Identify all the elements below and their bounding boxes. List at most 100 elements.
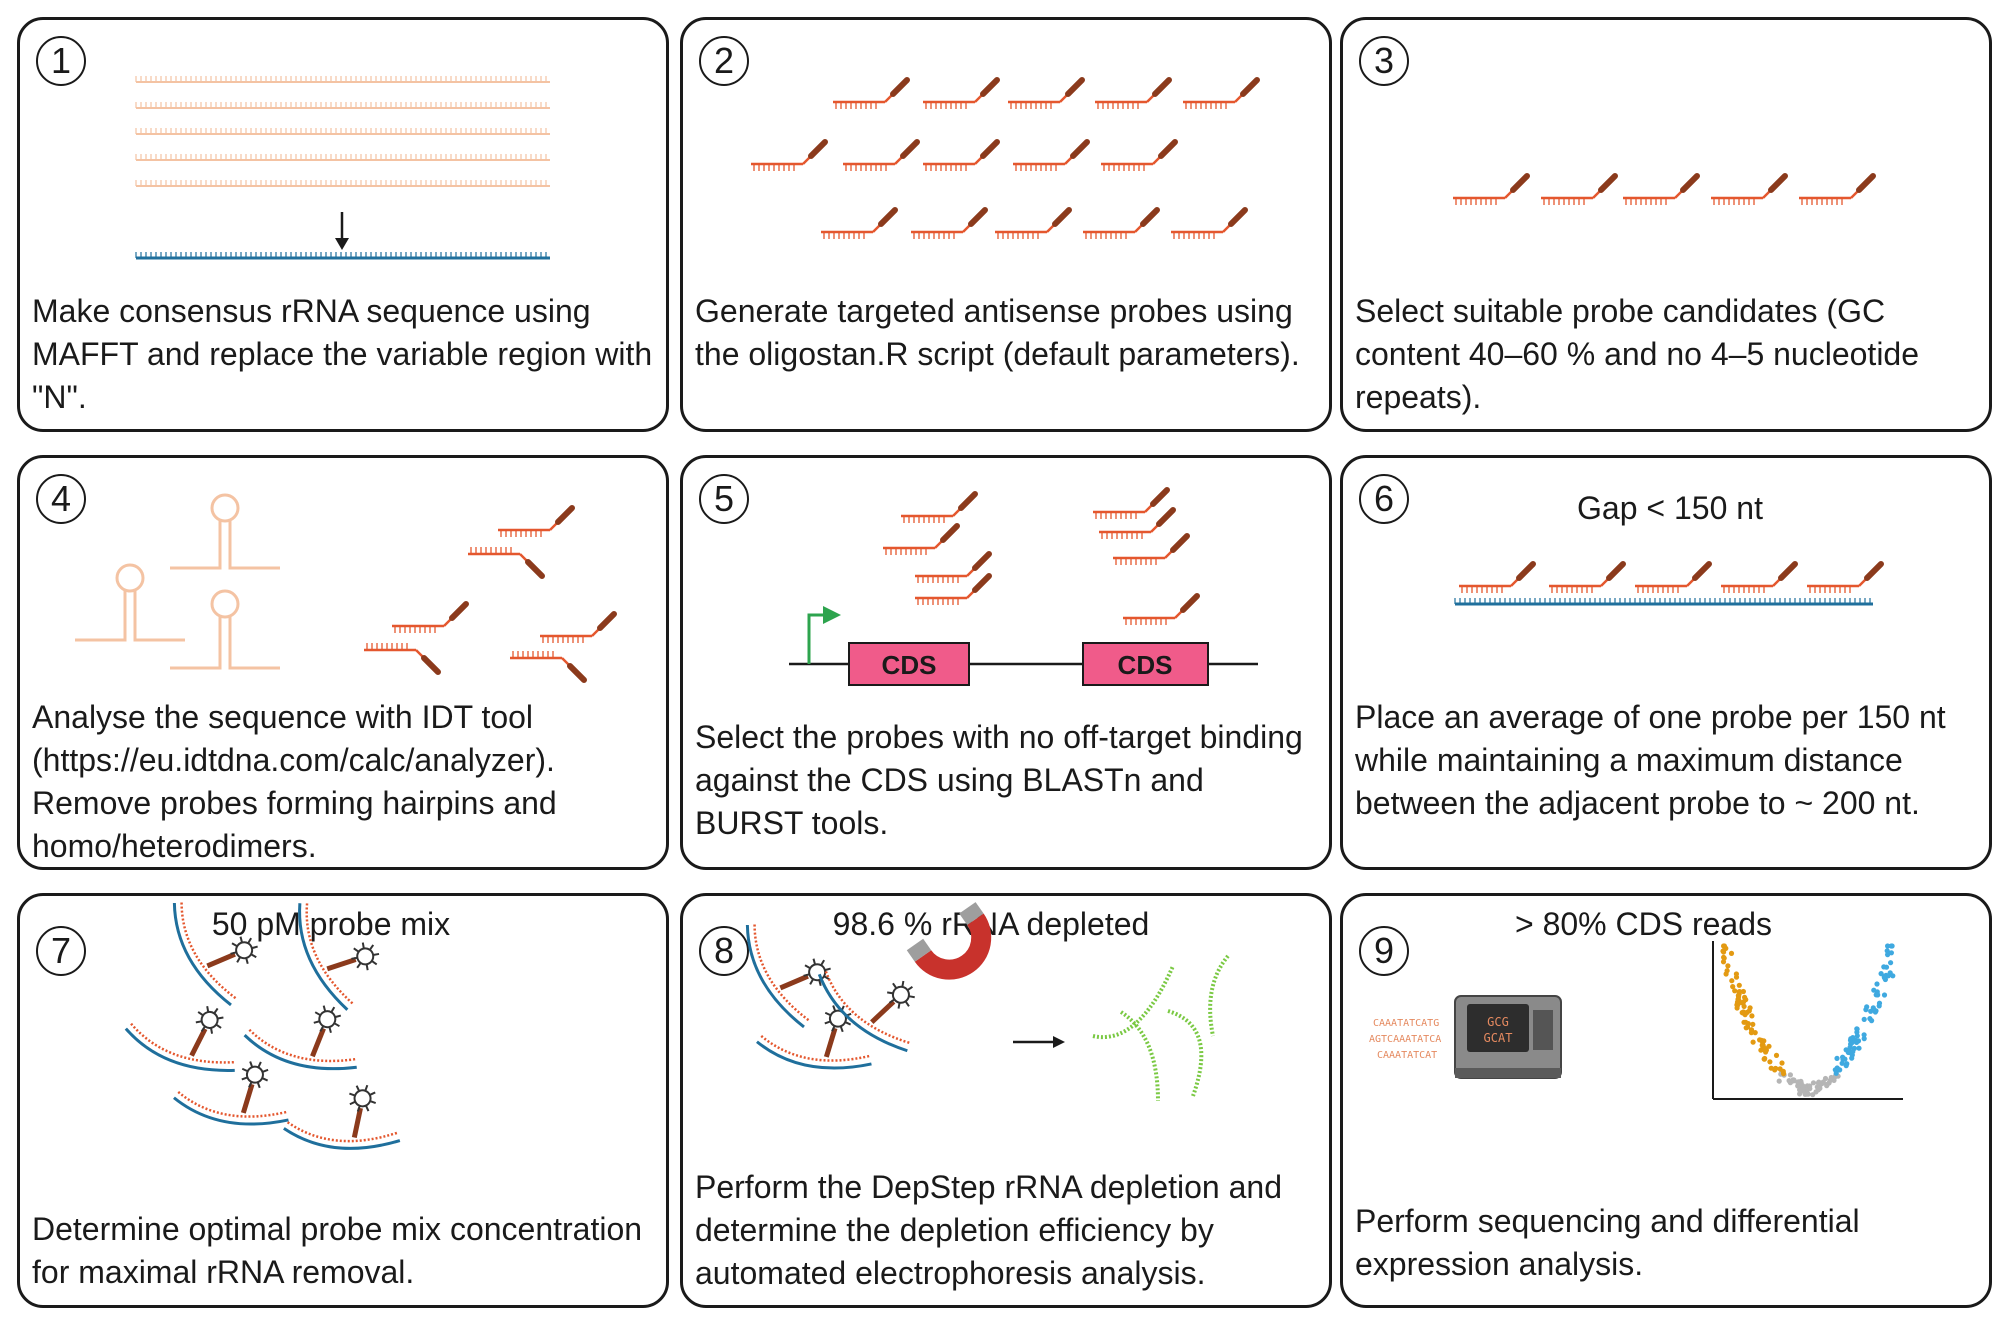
aligned-rrna-sequences: [135, 76, 550, 187]
volcano-point: [1748, 1027, 1755, 1033]
volcano-point: [1850, 1035, 1856, 1041]
probe: [1099, 507, 1176, 539]
probe: [1799, 173, 1876, 205]
probe: [1623, 173, 1700, 205]
bead-probe-complex: [172, 902, 258, 1007]
probe: [1807, 561, 1884, 593]
volcano-point: [1747, 1005, 1753, 1011]
volcano-point: [1861, 1036, 1867, 1042]
volcano-point: [1881, 992, 1888, 998]
probe: [901, 491, 978, 523]
probe: [751, 139, 828, 171]
volcano-point: [1828, 1074, 1834, 1081]
probe-spacing-illustration: [1454, 561, 1884, 606]
volcano-point: [1837, 1067, 1843, 1073]
probe: [1008, 77, 1085, 109]
step-number-2: 2: [699, 36, 749, 86]
step-3-caption: Select suitable probe candidates (GC con…: [1355, 293, 1920, 415]
probe: [1549, 561, 1626, 593]
probe: [1013, 139, 1090, 171]
bead-probe-complex: [283, 1084, 401, 1150]
probe: [1093, 487, 1170, 519]
volcano-point: [1881, 975, 1887, 981]
volcano-point: [1749, 1013, 1755, 1019]
probe: [843, 139, 920, 171]
probe: [821, 207, 898, 239]
arrow-right: [1013, 1036, 1065, 1048]
volcano-point: [1773, 1065, 1779, 1072]
step-number-7: 7: [36, 926, 86, 976]
probe: [923, 77, 1000, 109]
volcano-point: [1728, 950, 1735, 956]
probe: [392, 601, 469, 633]
volcano-point: [1843, 1063, 1849, 1069]
probe: [1721, 561, 1798, 593]
cds-off-target-illustration: CDS CDS: [789, 487, 1258, 686]
volcano-point: [1888, 960, 1894, 966]
volcano-point: [1740, 1009, 1746, 1015]
magnetic-bead: [230, 936, 258, 964]
magnetic-bead: [313, 1005, 342, 1033]
volcano-point: [1868, 1008, 1874, 1014]
step-number-4: 4: [36, 474, 86, 524]
probe: [498, 505, 575, 537]
volcano-point: [1885, 943, 1891, 949]
probe-stack-2: [1093, 487, 1200, 625]
step-2-caption: Generate targeted antisense probes using…: [695, 293, 1300, 372]
probe-dimers: [364, 505, 617, 683]
volcano-point: [1723, 971, 1729, 977]
step-9-caption: Perform sequencing and differential expr…: [1355, 1203, 1860, 1282]
volcano-point: [1861, 1032, 1867, 1038]
probe-stack-1: [883, 491, 992, 605]
volcano-point: [1874, 981, 1880, 987]
probe: [923, 139, 1000, 171]
volcano-point: [1730, 984, 1736, 990]
volcano-point: [1787, 1072, 1793, 1078]
cds-label: CDS: [1118, 650, 1173, 680]
consensus-alignment-illustration: [135, 76, 550, 260]
volcano-point: [1810, 1092, 1816, 1098]
volcano-point: [1743, 997, 1749, 1003]
panel-step-3: 3 Select suitable probe candidates (GC c…: [1340, 17, 1992, 432]
volcano-plot: [1712, 941, 1903, 1100]
magnetic-bead: [886, 980, 915, 1009]
probe: [540, 611, 617, 643]
volcano-point: [1889, 943, 1895, 949]
sequencer-icon: GCG GCAT: [1454, 995, 1562, 1079]
magnetic-bead: [241, 1061, 269, 1089]
probe: [1183, 77, 1260, 109]
volcano-point: [1800, 1083, 1806, 1089]
volcano-point: [1861, 1016, 1867, 1022]
panel-step-4: 4 Analyse the sequence with IDT tool (ht…: [17, 455, 669, 870]
hairpin-structures: [75, 493, 280, 670]
panel-step-5: 5 CDS CDS Select the probes with no off-…: [680, 455, 1332, 870]
bead-probe-complex: [298, 903, 380, 1011]
magnet-icon: [906, 902, 992, 980]
step-5-caption: Select the probes with no off-target bin…: [695, 719, 1303, 841]
step-number-3: 3: [1359, 36, 1409, 86]
hairpin-dimer-illustration: [75, 493, 617, 683]
bead-probe-complex: [243, 1005, 357, 1071]
volcano-point: [1840, 1056, 1846, 1063]
probe: [1101, 139, 1178, 171]
volcano-point: [1745, 1021, 1751, 1027]
step-1-caption: Make consensus rRNA sequence using MAFFT…: [32, 293, 653, 415]
volcano-point: [1781, 1071, 1787, 1077]
volcano-point: [1878, 971, 1884, 977]
step-9-heading: > 80% CDS reads: [1514, 906, 1772, 942]
sequence-reads: CAAATATCATG AGTCAAATATCA CAAATATCAT: [1369, 1018, 1441, 1061]
volcano-point: [1762, 1046, 1768, 1052]
magnetic-bead: [351, 942, 380, 971]
step-6-caption: Place an average of one probe per 150 nt…: [1355, 699, 1946, 821]
probe: [468, 547, 545, 579]
step-number-1: 1: [36, 36, 86, 86]
probe: [1453, 173, 1530, 205]
volcano-point: [1864, 1004, 1870, 1010]
volcano-point: [1876, 1000, 1883, 1006]
volcano-point: [1810, 1080, 1817, 1086]
bead-probe-complex: [173, 1061, 289, 1126]
sequencing-analysis-illustration: CAAATATCATG AGTCAAATATCA CAAATATCAT GCG …: [1369, 941, 1903, 1100]
volcano-point: [1818, 1081, 1825, 1087]
panel-step-7: 7 50 pM probe mix Determine optimal prob…: [17, 893, 669, 1308]
cds-box-1: CDS: [848, 642, 970, 686]
